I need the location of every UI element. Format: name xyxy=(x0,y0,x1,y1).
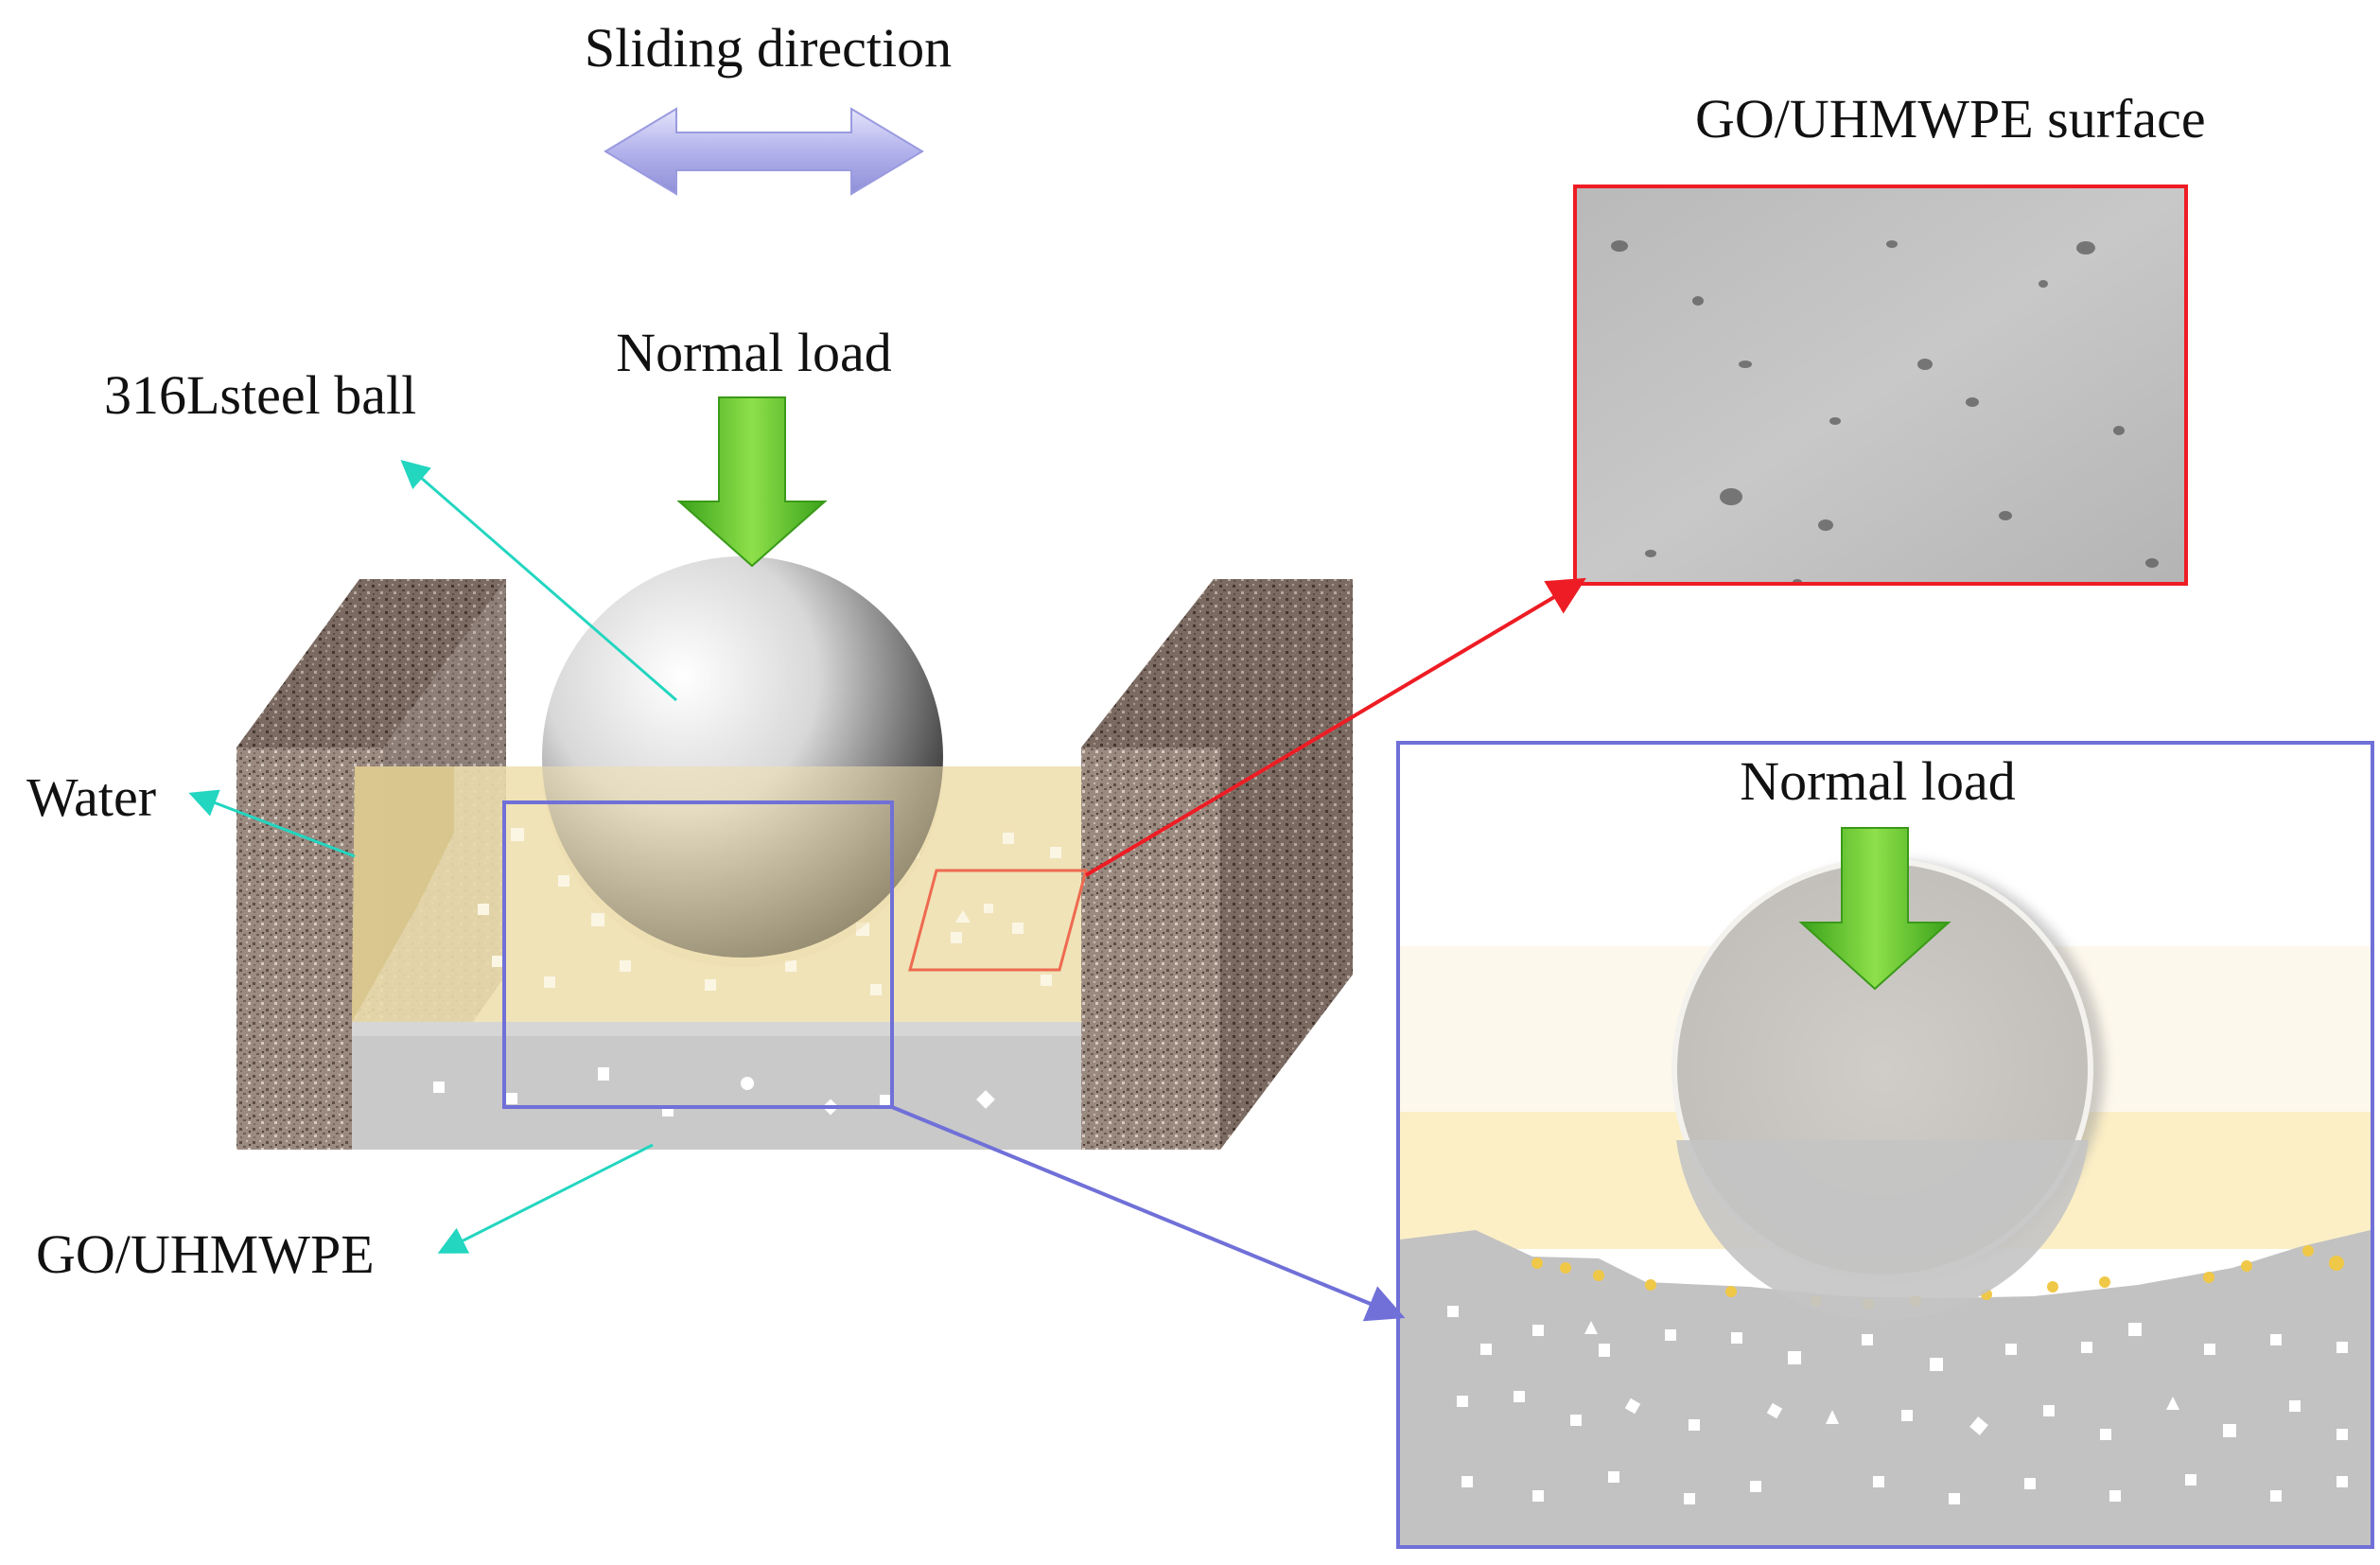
sliding-direction-label: Sliding direction xyxy=(585,17,952,79)
inset-normal-load-label: Normal load xyxy=(1740,750,2016,812)
surface-label: GO/UHMWPE surface xyxy=(1695,88,2206,149)
sample-particles xyxy=(955,904,1022,932)
cross-section-inset xyxy=(1398,743,2372,1547)
go-uhmwpe-label: GO/UHMWPE xyxy=(36,1223,375,1285)
sem-surface-frame xyxy=(1573,185,2188,586)
steel-ball xyxy=(542,556,943,967)
go-uhmwpe-block xyxy=(352,1022,1088,1150)
right-wall xyxy=(1081,579,1353,1150)
cross-section-zoom-line xyxy=(891,1105,1406,1322)
double-arrow-icon xyxy=(604,107,924,196)
steel-ball-label: 316Lsteel ball xyxy=(104,364,416,426)
zoom-region-frame xyxy=(502,800,894,1109)
cross-section-frame xyxy=(1396,741,2374,1549)
surface-zoom-line xyxy=(1084,577,1586,877)
go-uhmwpe-pointer xyxy=(437,1143,654,1254)
sem-surface-image xyxy=(1575,186,2186,585)
normal-load-label: Normal load xyxy=(616,322,892,383)
down-arrow-icon xyxy=(676,396,828,568)
steel-ball-pointer xyxy=(400,460,677,702)
water-label: Water xyxy=(26,766,156,828)
surface-sample-frame xyxy=(908,869,1088,972)
inset-down-arrow-icon xyxy=(1798,827,1951,991)
water-pointer xyxy=(188,789,356,858)
